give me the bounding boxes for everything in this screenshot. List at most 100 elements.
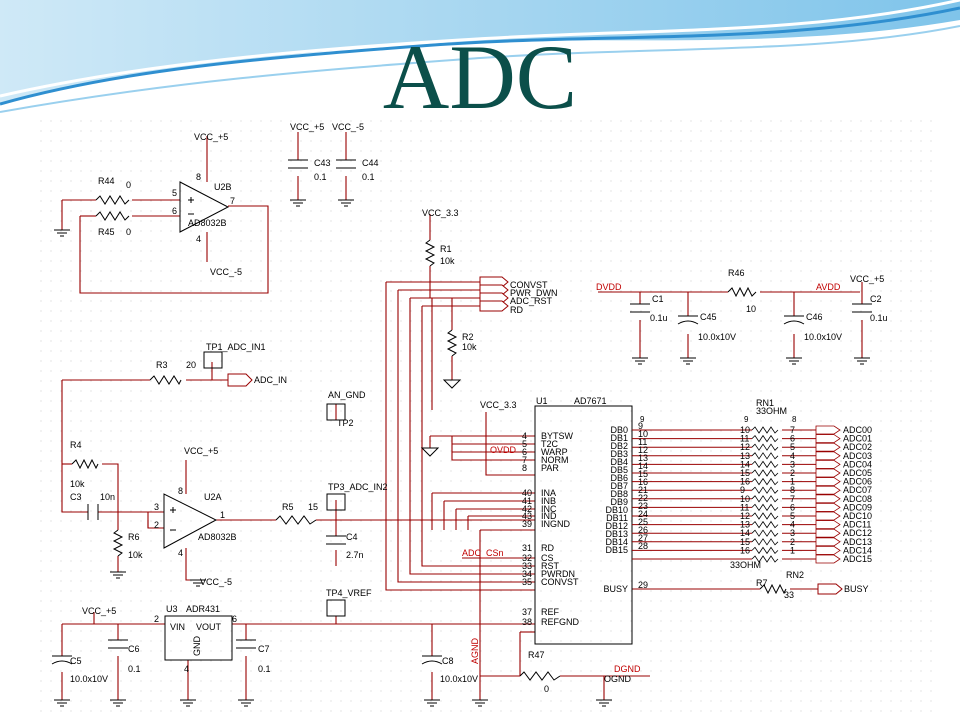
- u1-pin-name: DB13: [605, 529, 628, 539]
- rn-pin-in: 10: [740, 494, 750, 504]
- u1-pin-number: 12: [638, 445, 648, 455]
- tp3-body: [326, 493, 346, 511]
- u1-pin-number: 11: [638, 437, 647, 447]
- c5-ref: C5: [70, 656, 82, 666]
- c46-body: [783, 315, 805, 325]
- r44-body: [95, 195, 130, 205]
- c43-body: [288, 159, 308, 169]
- ground-icon: [110, 571, 126, 579]
- rn-pin-out: 2: [790, 468, 795, 478]
- adc-output-label: ADC00: [843, 425, 872, 435]
- rn-pin-in: 11: [740, 502, 749, 512]
- pwr-dwn-label: PWR_DWN: [510, 288, 558, 298]
- r3-ref: R3: [156, 360, 168, 370]
- rn-pin-out: 3: [790, 528, 795, 538]
- vcc5-label: VCC_+5: [184, 446, 218, 456]
- u1-pin-number: 4: [522, 431, 527, 441]
- adc-output-label: ADC09: [843, 502, 872, 512]
- vcc5-label: VCC_+5: [82, 606, 116, 616]
- u1-pin-number: 33: [522, 561, 532, 571]
- c8-value: 10.0x10V: [440, 674, 478, 684]
- rn-resistor: [751, 555, 779, 563]
- pin: 4: [196, 234, 201, 244]
- labels: VCC_+5 VCC_-5 VCC_+5 VCC_-5 R44 0 R45 0 …: [70, 122, 888, 694]
- adc-output-label: ADC14: [843, 545, 872, 555]
- u2a-body: [163, 493, 218, 549]
- rd-label: RD: [510, 305, 523, 315]
- u1-pin-name: IND: [541, 511, 557, 521]
- pin: 8: [792, 415, 797, 424]
- ground-icon: [338, 199, 354, 207]
- vcc5-label: VCC_+5: [290, 122, 324, 132]
- r44-value: 0: [126, 180, 131, 190]
- r46-value: 10: [746, 304, 756, 314]
- c45-ref: C45: [700, 312, 717, 322]
- r5-ref: R5: [282, 502, 294, 512]
- rn-resistor: [751, 469, 779, 477]
- ground-icon: [424, 699, 440, 707]
- r45-ref: R45: [98, 227, 115, 237]
- pin: 6: [172, 206, 177, 216]
- rn-pin-in: 14: [740, 528, 750, 538]
- u2b-ref: U2B: [214, 182, 232, 192]
- rn-pin-out: 7: [790, 425, 795, 435]
- vcc5-label: VCC_+5: [194, 132, 228, 142]
- rn-pin-in: 9: [740, 485, 745, 495]
- r5-value: 15: [308, 502, 318, 512]
- u1-pin-name: DB15: [605, 545, 628, 555]
- r3-value: 20: [186, 360, 196, 370]
- pin: 4: [178, 548, 183, 558]
- u1-pin-number: 25: [638, 517, 648, 527]
- u1-pin-name: WARP: [541, 447, 568, 457]
- u1-pin-number: 6: [522, 447, 527, 457]
- u1-pin-name: REF: [541, 607, 560, 617]
- rn-pin-out: 2: [790, 537, 795, 547]
- grid-background: [40, 112, 940, 720]
- rn-resistor: [751, 538, 779, 546]
- ground-icon: [290, 199, 306, 207]
- tp2-ref: TP2: [337, 418, 354, 428]
- ground-icon: [54, 229, 70, 237]
- tp4-ref: TP4_VREF: [326, 588, 372, 598]
- u2a-ref: U2A: [204, 492, 222, 502]
- an-gnd-label: AN_GND: [328, 390, 366, 400]
- u1-pin-number: 29: [638, 580, 648, 590]
- c8-body: [421, 655, 443, 665]
- vcc5-label: VCC_+5: [850, 274, 884, 284]
- c7-value: 0.1: [258, 664, 271, 674]
- r2-ref: R2: [462, 332, 474, 342]
- output-flag: [815, 442, 841, 452]
- u1-pin-number: 26: [638, 525, 648, 535]
- u1-pin-number: 34: [522, 569, 532, 579]
- u2b-body: [179, 181, 230, 233]
- r47-body: [519, 671, 561, 681]
- u1-pin-number: 10: [638, 429, 648, 439]
- adc-output-label: ADC15: [843, 554, 872, 564]
- rn-pin-in: 16: [740, 477, 750, 487]
- ground-icon: [420, 447, 440, 457]
- u3-gnd: GND: [192, 636, 202, 657]
- c3-value: 10n: [100, 492, 115, 502]
- r4-value: 10k: [70, 479, 85, 489]
- u1-pin-number: 16: [638, 477, 648, 487]
- u1-pin-number: 8: [522, 463, 527, 473]
- r6-ref: R6: [128, 532, 140, 542]
- rn-pin-out: 3: [790, 459, 795, 469]
- u2a-part: AD8032B: [198, 532, 237, 542]
- u1-pin-name: REFGND: [541, 617, 580, 627]
- u1-pin-number: 35: [522, 577, 532, 587]
- rn-resistor: [751, 503, 779, 512]
- net-flags: [227, 276, 843, 595]
- r5-body: [275, 515, 317, 525]
- adc-output-label: ADC06: [843, 477, 872, 487]
- rn-resistor: [751, 460, 779, 469]
- r3-body: [149, 375, 182, 386]
- u1-pin-number: 7: [522, 455, 527, 465]
- c5-body: [51, 655, 73, 665]
- u1-pin-name: PWRDN: [541, 569, 575, 579]
- adc-csn-label: ADC_CSn: [462, 548, 504, 558]
- tp3-ref: TP3_ADC_IN2: [328, 482, 388, 492]
- u3-vin: VIN: [170, 622, 185, 632]
